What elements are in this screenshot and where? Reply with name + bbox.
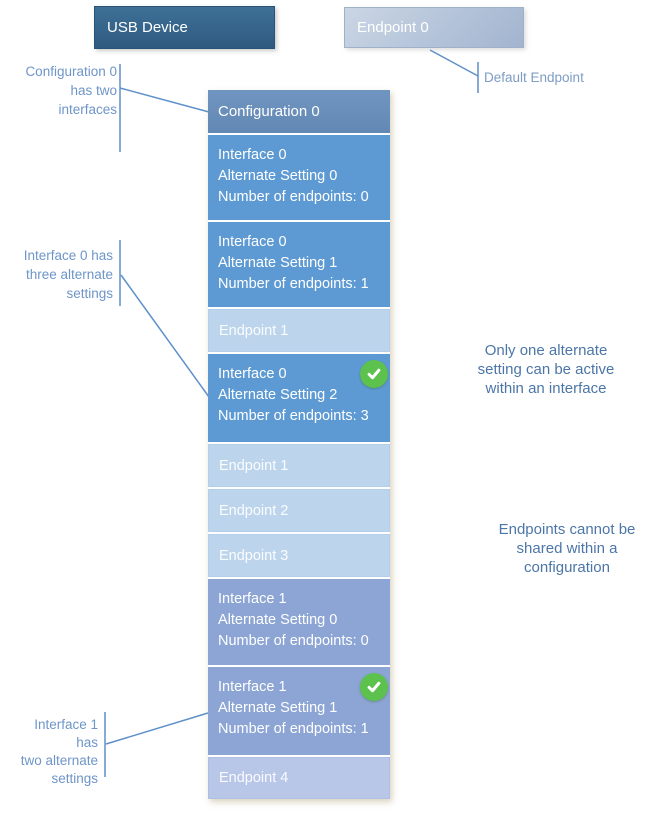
interface-0-alt-setting-0-box: Interface 0 Alternate Setting 0 Number o… <box>208 135 390 220</box>
interface-line: Interface 0 <box>218 147 287 163</box>
interface-1-alt-setting-0-box: Interface 1 Alternate Setting 0 Number o… <box>208 579 390 665</box>
connector-iface0-note-diagonal <box>120 274 210 398</box>
interface-0-note-line: Interface 0 has <box>23 248 113 263</box>
alt-setting-line: Alternate Setting 1 <box>218 255 338 271</box>
interface-0-alt-setting-1-box: Interface 0 Alternate Setting 1 Number o… <box>208 222 390 307</box>
interface-line: Interface 0 <box>218 366 287 382</box>
endpoint-sharing-note-line: configuration <box>524 559 610 576</box>
interface-0-note-line: three alternate <box>25 267 113 282</box>
endpoint-count-line: Number of endpoints: 1 <box>218 276 369 292</box>
configuration-0-box: Configuration 0 <box>208 90 390 133</box>
interface-line: Interface 1 <box>218 679 287 695</box>
configuration-note: Configuration 0 has two interfaces <box>11 62 117 119</box>
configuration-0-label: Configuration 0 <box>218 103 320 120</box>
endpoint-sharing-note-line: Endpoints cannot be <box>498 521 636 538</box>
interface-1-alt-setting-1-box: Interface 1 Alternate Setting 1 Number o… <box>208 667 390 755</box>
alternate-setting-note-line: within an interface <box>485 380 607 397</box>
interface-0-note-line: settings <box>66 286 113 301</box>
alternate-setting-note-line: setting can be active <box>477 361 615 378</box>
interface-1-note-line: settings <box>51 771 98 786</box>
endpoint-3-row: Endpoint 3 <box>208 534 390 577</box>
interface-1-note-line: Interface 1 has <box>34 717 98 750</box>
endpoint-2-row: Endpoint 2 <box>208 489 390 532</box>
endpoint-1-label: Endpoint 1 <box>219 322 289 339</box>
endpoint-sharing-note: Endpoints cannot be shared within a conf… <box>477 520 657 577</box>
interface-0-note: Interface 0 has three alternate settings <box>10 246 113 303</box>
default-endpoint-note: Default Endpoint <box>484 70 584 85</box>
alternate-setting-note-line: Only one alternate <box>484 342 608 359</box>
endpoint-count-line: Number of endpoints: 0 <box>218 633 369 649</box>
endpoint-count-line: Number of endpoints: 1 <box>218 721 369 737</box>
endpoint-1-row: Endpoint 1 <box>208 444 390 487</box>
endpoint-1-row: Endpoint 1 <box>208 309 390 352</box>
active-check-icon <box>360 673 388 701</box>
connector-default-endpoint-diagonal <box>429 49 479 77</box>
alternate-setting-note: Only one alternate setting can be active… <box>460 341 632 398</box>
configuration-note-line: Configuration 0 <box>25 64 117 79</box>
alt-setting-line: Alternate Setting 1 <box>218 700 338 716</box>
configuration-stack: Configuration 0 Interface 0 Alternate Se… <box>208 90 390 799</box>
connector-config-note-diagonal <box>119 87 210 113</box>
endpoint-2-label: Endpoint 2 <box>219 502 289 519</box>
endpoint-4-row: Endpoint 4 <box>208 757 390 799</box>
endpoint-4-label: Endpoint 4 <box>219 770 289 786</box>
configuration-note-line: interfaces <box>58 102 117 117</box>
endpoint-sharing-note-line: shared within a <box>516 540 618 557</box>
alt-setting-line: Alternate Setting 2 <box>218 387 338 403</box>
endpoint-count-line: Number of endpoints: 3 <box>218 408 369 424</box>
alt-setting-line: Alternate Setting 0 <box>218 612 338 628</box>
configuration-note-line: has two <box>70 83 117 98</box>
alt-setting-line: Alternate Setting 0 <box>218 168 338 184</box>
usb-device-box: USB Device <box>94 6 275 49</box>
interface-0-alt-setting-2-box: Interface 0 Alternate Setting 2 Number o… <box>208 354 390 442</box>
interface-1-note: Interface 1 has two alternate settings <box>10 716 98 788</box>
endpoint-1-label: Endpoint 1 <box>219 457 289 474</box>
endpoint-count-line: Number of endpoints: 0 <box>218 189 369 205</box>
endpoint-0-label: Endpoint 0 <box>357 19 429 36</box>
endpoint-3-label: Endpoint 3 <box>219 547 289 564</box>
endpoint-0-box: Endpoint 0 <box>344 7 524 48</box>
active-check-icon <box>360 360 388 388</box>
interface-1-note-line: two alternate <box>20 753 98 768</box>
usb-device-label: USB Device <box>107 19 188 36</box>
connector-iface1-note-diagonal <box>105 712 209 745</box>
interface-line: Interface 1 <box>218 591 287 607</box>
interface-line: Interface 0 <box>218 234 287 250</box>
